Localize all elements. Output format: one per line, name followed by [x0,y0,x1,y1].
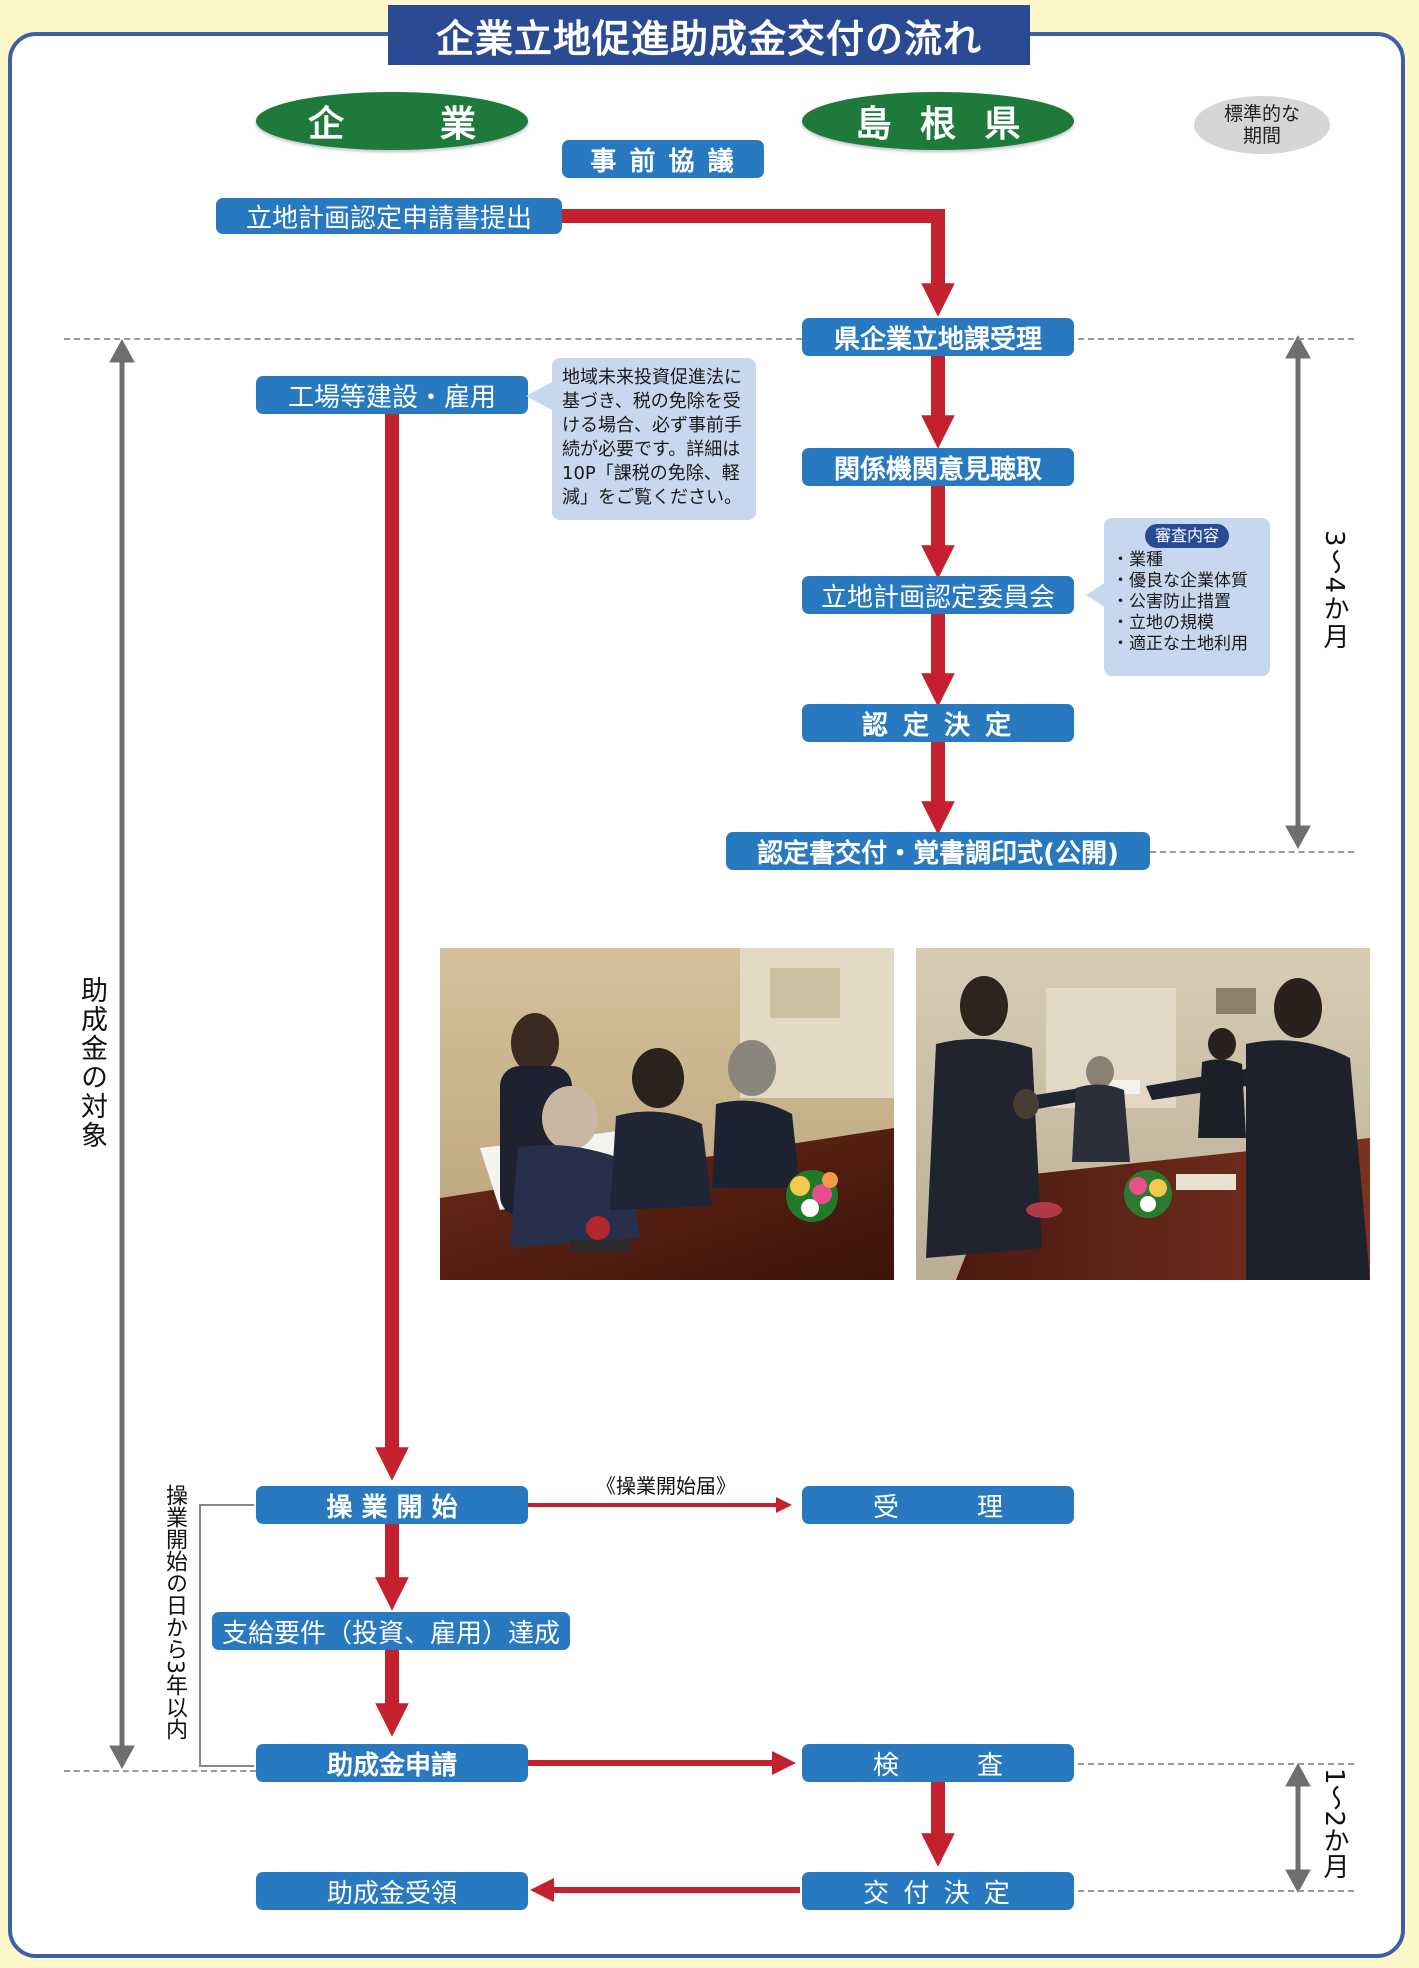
guide-line-application-left [64,1770,256,1772]
callout-line: 基づき、税の免除を受 [562,391,741,412]
grant-decision-box: 交 付 決 定 [802,1872,1074,1910]
inspection-box: 検 査 [802,1744,1074,1782]
guide-line-inspection-right [1078,1763,1354,1765]
callout-line: 続が必要です。詳細は [562,439,741,460]
period-label-2: 1〜2か月 [1319,1768,1349,1880]
period-header-line1: 標準的な [1223,103,1300,125]
period-arrow-2 [1285,1762,1311,1894]
callout-line: ける場合、必ず事前手 [562,415,742,436]
reception-box: 受 理 [802,1486,1074,1524]
related-agencies-box: 関係機関意見聴取 [802,448,1074,486]
requirements-achieved-box: 支給要件（投資、雇用）達成 [212,1612,570,1650]
review-item: ・適正な土地利用 [1112,634,1248,654]
arrow-application-to-reception [562,209,955,317]
period-header-line2: 期間 [1242,125,1281,147]
plan-application-box: 立地計画認定申請書提出 [216,198,562,234]
subsidy-application-box: 助成金申請 [256,1744,528,1782]
guide-line-ceremony [1150,851,1354,853]
callout-line: 10P「課税の免除、軽 [562,463,740,484]
subsidy-target-label: 助成金の対象 [76,976,107,1150]
three-year-bracket [199,1504,254,1767]
review-title: 審査内容 [1144,524,1229,548]
pre-consultation-box: 事 前 協 議 [562,140,764,178]
factory-construction-box: 工場等建設・雇用 [256,376,528,414]
review-item: ・公害防止措置 [1112,592,1231,612]
guide-line-reception-left [64,338,802,340]
callout-line: 減」をご覧ください。 [562,487,742,508]
review-item: ・立地の規模 [1112,613,1214,633]
review-item: ・業種 [1112,550,1163,570]
review-contents-box: 審査内容 ・業種 ・優良な企業体質 ・公害防止措置 ・立地の規模 ・適正な土地利… [1104,518,1270,676]
subsidy-receipt-box: 助成金受領 [256,1872,528,1910]
certificate-ceremony-box: 認定書交付・覚書調印式(公開) [726,832,1150,870]
callout-line: 地域未来投資促進法に [562,367,742,388]
review-item: ・優良な企業体質 [1112,571,1248,591]
certification-committee-box: 立地計画認定委員会 [802,576,1074,614]
company-header: 企 業 [256,92,528,150]
operation-start-box: 操 業 開 始 [256,1486,528,1524]
within-3-years-label: 操業開始の日から3年以内 [162,1484,187,1740]
prefecture-header: 島 根 県 [802,92,1074,150]
period-arrow-1 [1285,334,1311,850]
subsidy-target-arrow [109,338,135,1770]
review-pointer [1086,582,1106,608]
period-label-1: 3〜4か月 [1319,530,1349,652]
guide-line-grant-right [1078,1890,1354,1892]
page-title: 企業立地促進助成金交付の流れ [388,5,1030,65]
prefecture-reception-box: 県企業立地課受理 [802,318,1074,356]
certificate-handover-photo [916,948,1370,1280]
certification-decision-box: 認 定 決 定 [802,704,1074,742]
callout-pointer [526,380,556,412]
tax-exemption-callout: 地域未来投資促進法に 基づき、税の免除を受 ける場合、必ず事前手 続が必要です。… [552,358,756,520]
guide-line-reception-right [1078,338,1354,340]
standard-period-header: 標準的な 期間 [1194,96,1330,154]
signing-ceremony-photo [440,948,894,1280]
operation-notice-label: 《操業開始届》 [596,1474,736,1498]
